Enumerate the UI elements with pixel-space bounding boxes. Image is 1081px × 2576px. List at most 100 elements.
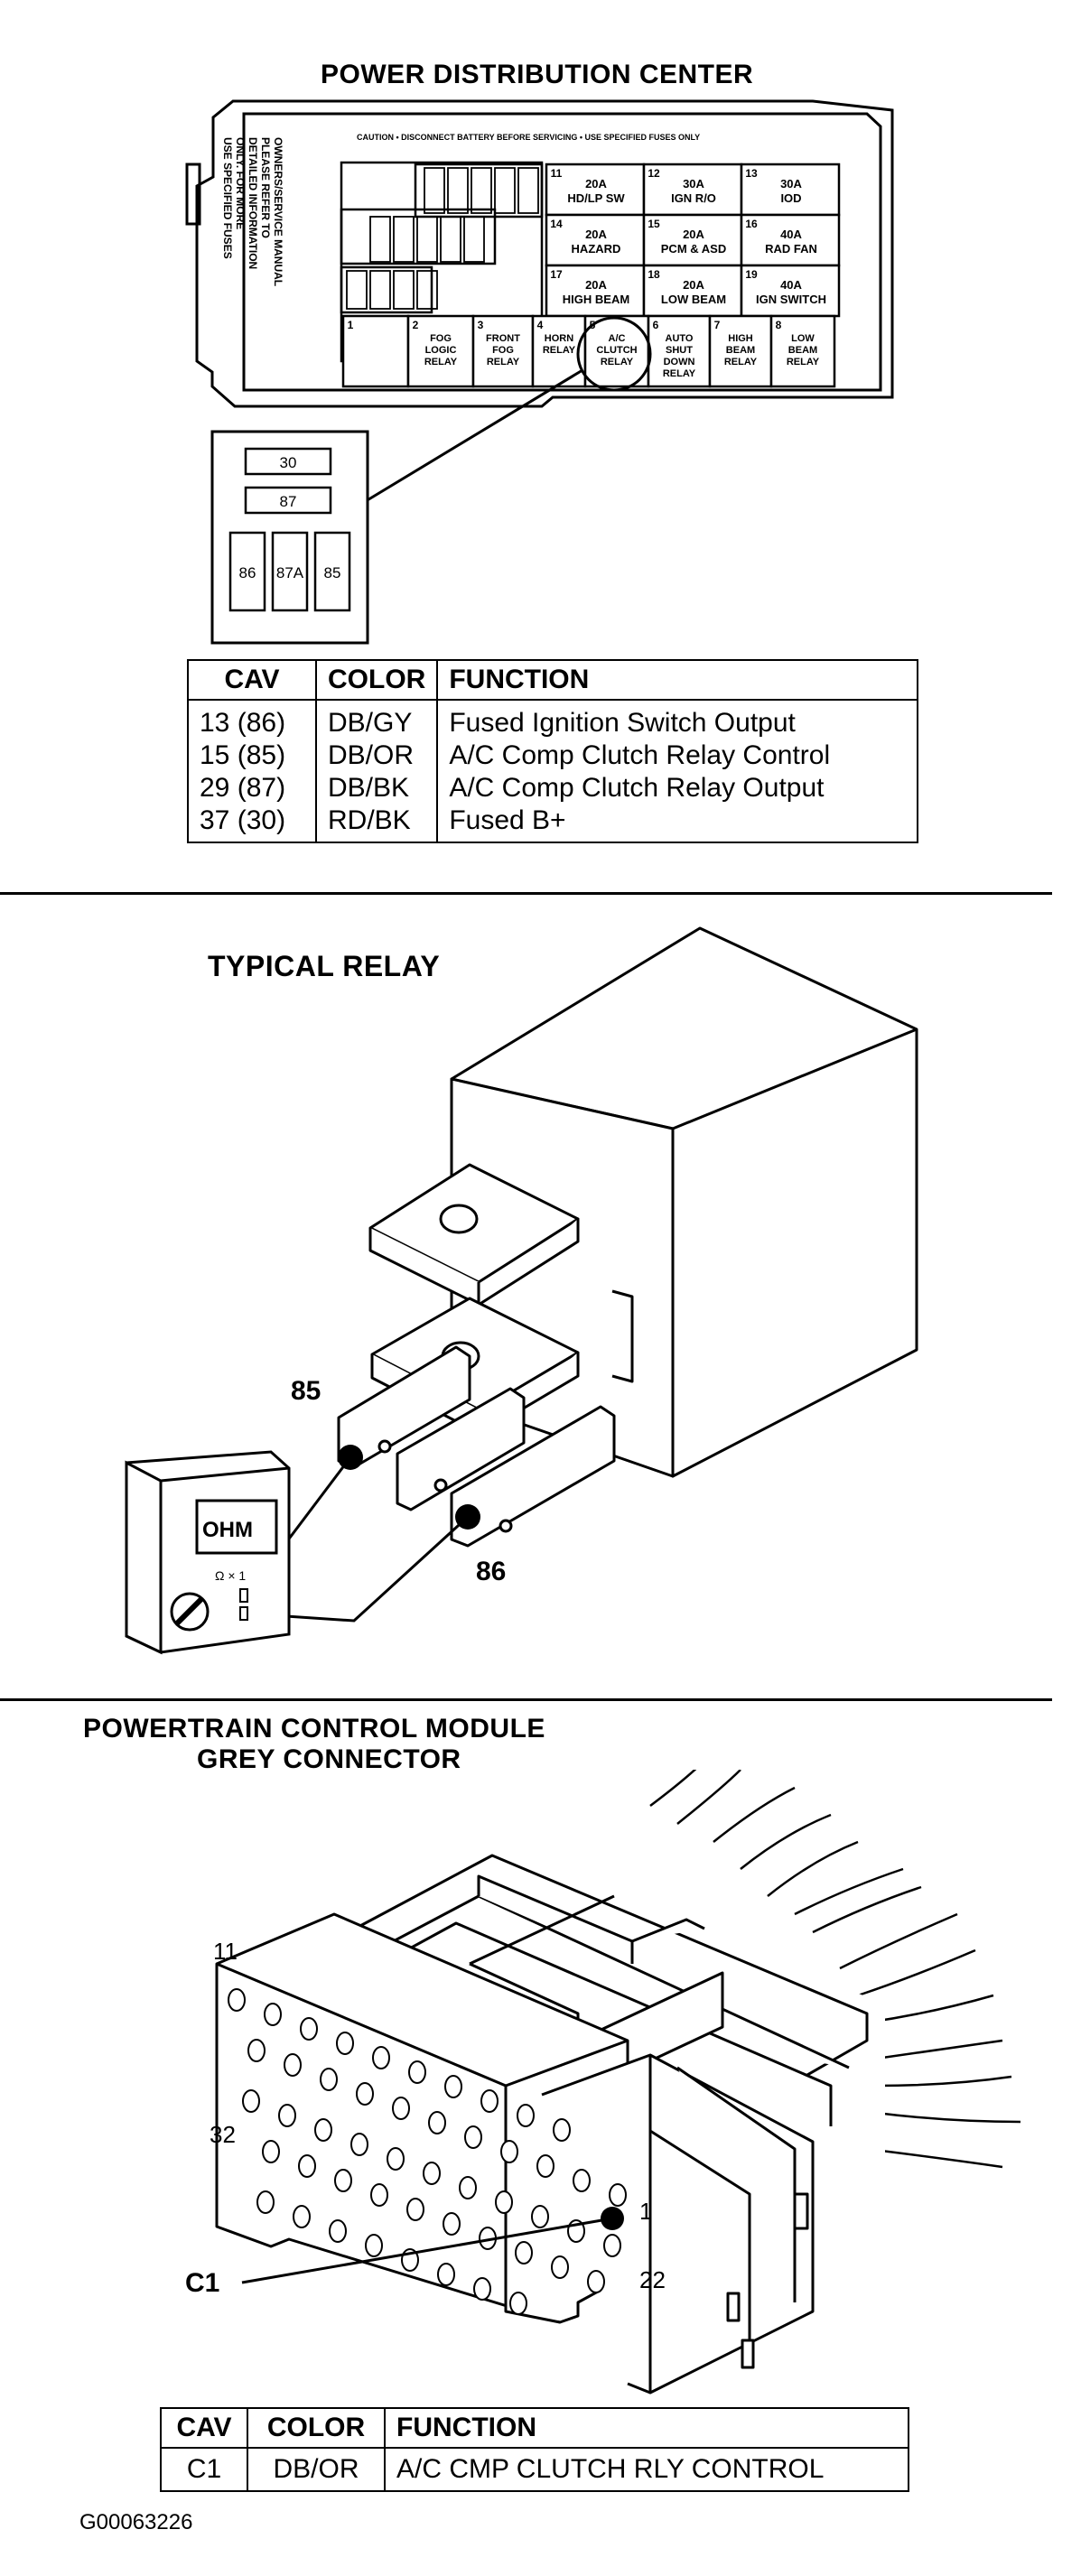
cav-22-label: 22: [639, 2266, 666, 2293]
table-row: 15 (85) DB/OR A/C Comp Clutch Relay Cont…: [187, 739, 918, 772]
table-row: 13 (86) DB/GY Fused Ignition Switch Outp…: [187, 700, 918, 739]
svg-text:OWNERS/SERVICE MANUAL: OWNERS/SERVICE MANUAL: [272, 137, 284, 286]
typical-relay-title: TYPICAL RELAY: [208, 950, 441, 982]
fuse-12-amp: 30A: [683, 177, 704, 191]
callout-line: [365, 368, 583, 503]
col-color: COLOR: [314, 659, 439, 701]
svg-text:ONLY. FOR MORE: ONLY. FOR MORE: [234, 137, 247, 229]
ohmmeter-display: OHM: [202, 1518, 253, 1542]
pcm-cav-table: CAV COLOR FUNCTION C1 DB/OR A/C CMP CLUT…: [160, 2407, 909, 2492]
cavity-hole: [517, 2104, 535, 2127]
cavity-hole: [350, 2133, 368, 2156]
label-85: 85: [291, 1376, 321, 1406]
cell-color: DB/OR: [314, 739, 439, 772]
cell-cav: 15 (85): [187, 739, 317, 772]
fuse-14-num: 14: [550, 218, 563, 230]
cell-cav: C1: [160, 2447, 248, 2492]
cavity-hole: [464, 2125, 482, 2149]
relay-1-num: 1: [348, 319, 354, 331]
cavity-hole: [531, 2205, 549, 2228]
cavity-hole: [293, 2205, 311, 2228]
fuse-16-label: RAD FAN: [765, 242, 817, 256]
cavity-hole: [372, 2046, 390, 2069]
cavity-holes: [228, 1988, 627, 2315]
cavity-hole: [278, 2104, 296, 2127]
cell-cav: 37 (30): [187, 804, 317, 843]
cavity-hole: [228, 1988, 246, 2012]
cell-cav: 29 (87): [187, 772, 317, 804]
cavity-hole: [551, 2255, 569, 2279]
table-row: 29 (87) DB/BK A/C Comp Clutch Relay Outp…: [187, 772, 918, 804]
pdc-fuse-grid: [545, 163, 841, 318]
pdc-title: POWER DISTRIBUTION CENTER: [321, 60, 754, 89]
cavity-hole: [423, 2162, 441, 2185]
fuse-13-label: IOD: [780, 191, 801, 205]
cav-1-label: 1: [639, 2198, 652, 2225]
cavity-hole: [365, 2234, 383, 2257]
cell-cav: 13 (86): [187, 700, 317, 739]
fuse-15-label: PCM & ASD: [661, 242, 726, 256]
cavity-hole: [443, 2212, 461, 2236]
cavity-hole: [428, 2111, 446, 2134]
cavity-hole: [459, 2176, 477, 2199]
fuse-17-amp: 20A: [585, 278, 607, 292]
typical-relay-diagram: 85 86 OHM Ω × 1: [125, 926, 918, 1655]
svg-text:DETAILED INFORMATION: DETAILED INFORMATION: [247, 137, 259, 269]
relay-3-num: 3: [478, 319, 484, 331]
cavity-hole: [387, 2147, 405, 2171]
cavity-hole: [392, 2097, 410, 2120]
fuse-11-num: 11: [551, 167, 563, 180]
figure-id: G00063226: [79, 2510, 193, 2534]
cavity-hole: [314, 2118, 332, 2142]
label-86: 86: [476, 1557, 506, 1586]
cavity-hole: [603, 2234, 621, 2257]
c1-leader: [241, 2217, 613, 2284]
fuse-14-amp: 20A: [585, 228, 607, 241]
col-function: FUNCTION: [436, 659, 918, 701]
cavity-hole: [329, 2219, 347, 2243]
fuse-18-label: LOW BEAM: [661, 293, 726, 306]
table-row: 37 (30) RD/BK Fused B+: [187, 804, 918, 843]
cell-color: RD/BK: [314, 804, 439, 843]
cavity-hole: [536, 2154, 554, 2178]
fuse-19-amp: 40A: [780, 278, 802, 292]
svg-text:PLEASE REFER TO: PLEASE REFER TO: [259, 137, 272, 238]
fuse-19-label: IGN SWITCH: [756, 293, 826, 306]
cav-11-label: 11: [213, 1938, 238, 1965]
cavity-hole: [284, 2053, 302, 2077]
cavity-hole: [437, 2263, 455, 2286]
cavity-hole: [495, 2190, 513, 2214]
cavity-hole: [336, 2032, 354, 2055]
cav-32-label: 32: [210, 2121, 236, 2148]
relay-2-num: 2: [413, 319, 419, 331]
col-cav: CAV: [160, 2407, 248, 2449]
pdc-cav-table: CAV COLOR FUNCTION 13 (86) DB/GY Fused I…: [187, 659, 918, 843]
ohmmeter-range: Ω × 1: [215, 1568, 246, 1583]
relay-7-num: 7: [714, 319, 721, 331]
cavity-hole: [300, 2017, 318, 2041]
cell-function: A/C CMP CLUTCH RLY CONTROL: [384, 2447, 909, 2492]
pin-87: 87: [280, 493, 297, 510]
fuse-11-label: HD/LP SW: [567, 191, 625, 205]
relay-6-num: 6: [653, 319, 659, 331]
ohmmeter: [125, 1450, 291, 1655]
cavity-hole: [242, 2089, 260, 2113]
divider: [0, 1698, 1052, 1701]
cell-color: DB/BK: [314, 772, 439, 804]
ac-clutch-highlight: [576, 316, 652, 392]
cell-color: DB/GY: [314, 700, 439, 739]
fuse-11-amp: 20A: [585, 177, 607, 191]
cell-function: A/C Comp Clutch Relay Output: [436, 772, 918, 804]
pin-85: 85: [324, 564, 341, 581]
cavity-hole: [553, 2118, 571, 2142]
mini-fuse-cells: [346, 167, 539, 310]
pin-inset: [210, 430, 369, 645]
fuse-14-label: HAZARD: [572, 242, 621, 256]
